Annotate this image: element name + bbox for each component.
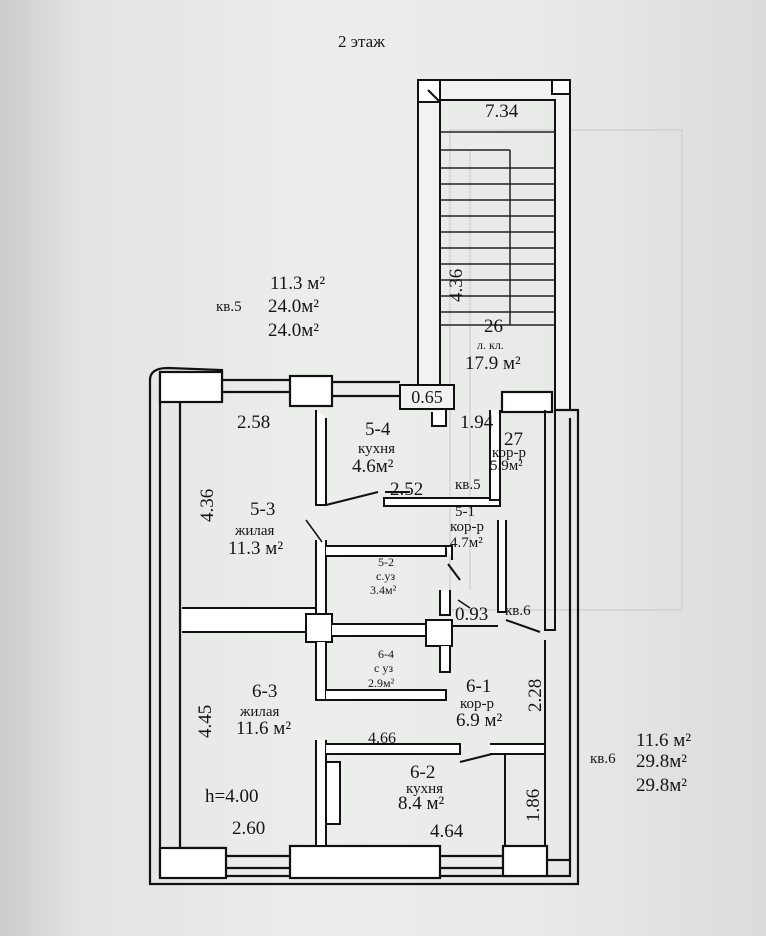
room-53-name: жилая (235, 523, 275, 539)
room-54-number: 5-4 (365, 419, 391, 440)
room-62-area: 8.4 м² (398, 793, 445, 814)
dim-room-51-width: 0.93 (455, 604, 489, 625)
apt-tag-kv5: кв.5 (455, 477, 481, 493)
room-62-number: 6-2 (410, 762, 436, 783)
outer-walls (148, 366, 580, 886)
apt6-total-area-2: 29.8м² (636, 775, 687, 796)
room-51-name: кор-р (450, 519, 485, 535)
apt6-living-area: 11.6 м² (636, 730, 692, 751)
apt-tag-kv6: кв.6 (505, 603, 531, 619)
room-27-name: кор-р (492, 445, 527, 461)
room-63-area: 11.6 м² (236, 718, 292, 739)
room-26-number: 26 (484, 316, 503, 337)
room-27-number: 27 (504, 429, 523, 450)
room-62-name: кухня (406, 781, 444, 797)
apt6-label: кв.6 (590, 751, 616, 767)
door-swings (305, 519, 471, 609)
dim-room-63-width: 2.60 (232, 818, 266, 839)
room-61-number: 6-1 (466, 676, 492, 697)
dim-room-63-height: 4.45 (195, 704, 216, 738)
dim-room-62-bottom: 4.64 (430, 821, 464, 842)
dim-room-53-width: 2.58 (237, 412, 271, 433)
staircase-steps (440, 131, 555, 326)
room-26-name: л. кл. (477, 338, 504, 352)
apt5-label: кв.5 (216, 299, 242, 315)
apt5-total-area: 24.0м² (268, 296, 319, 317)
room-61-name: кор-р (460, 696, 495, 712)
room-63-number: 6-3 (252, 681, 278, 702)
room-61-area: 6.9 м² (456, 710, 503, 731)
dim-stair-length: 4.36 (446, 268, 467, 302)
apt5-living-area: 11.3 м² (270, 273, 326, 294)
dim-stair-top: 7.34 (485, 101, 519, 122)
room-64-area: 2.9м² (368, 676, 395, 690)
dim-room-61-height: 2.28 (525, 678, 546, 712)
room-51-number: 5-1 (455, 504, 475, 520)
dim-room-62-height: 1.86 (523, 788, 544, 822)
dim-room-54-width: 2.52 (390, 479, 424, 500)
floor-title: 2 этаж (338, 32, 385, 51)
room-27-area: 5.9м² (490, 458, 523, 474)
room-53-area: 11.3 м² (228, 538, 284, 559)
room-51-area: 4.7м² (450, 535, 483, 551)
room-53-number: 5-3 (250, 499, 276, 520)
room-54-name: кухня (358, 441, 396, 457)
dim-corridor-width: 1.94 (460, 412, 494, 433)
dim-room-62-top: 4.66 (368, 730, 396, 747)
room-63-name: жилая (240, 704, 280, 720)
room-52-number: 5-2 (378, 555, 394, 569)
room-52-area: 3.4м² (370, 583, 397, 597)
apt5-total-area-2: 24.0м² (268, 320, 319, 341)
interior-walls (182, 410, 556, 847)
room-64-name: с уз (374, 661, 394, 675)
room-26-area: 17.9 м² (465, 353, 521, 374)
dim-room-53-height: 4.36 (197, 488, 218, 522)
room-52-name: с.уз (376, 569, 396, 583)
room-64-number: 6-4 (378, 647, 394, 661)
ceiling-height: h=4.00 (205, 786, 259, 807)
dim-opening-box: 0.65 (399, 384, 455, 410)
apt6-total-area: 29.8м² (636, 751, 687, 772)
room-54-area: 4.6м² (352, 456, 394, 477)
